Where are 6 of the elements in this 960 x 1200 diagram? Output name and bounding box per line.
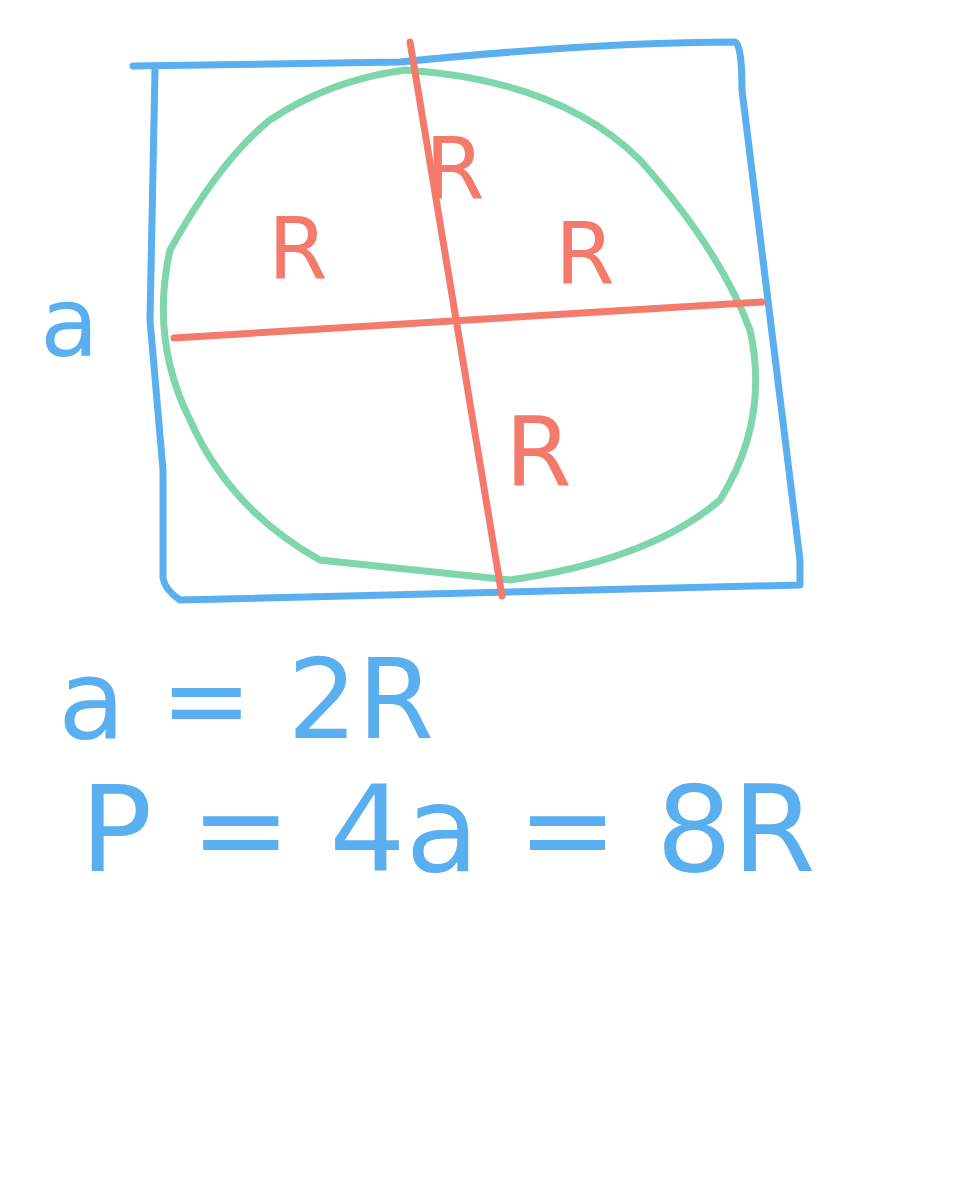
radius-label: R [505,405,572,501]
formula: P = 4a = 8R [80,770,816,890]
side-label: a [40,275,99,371]
radius-label: R [555,210,615,296]
radius-label: R [268,205,328,291]
formula: a = 2R [58,645,434,755]
